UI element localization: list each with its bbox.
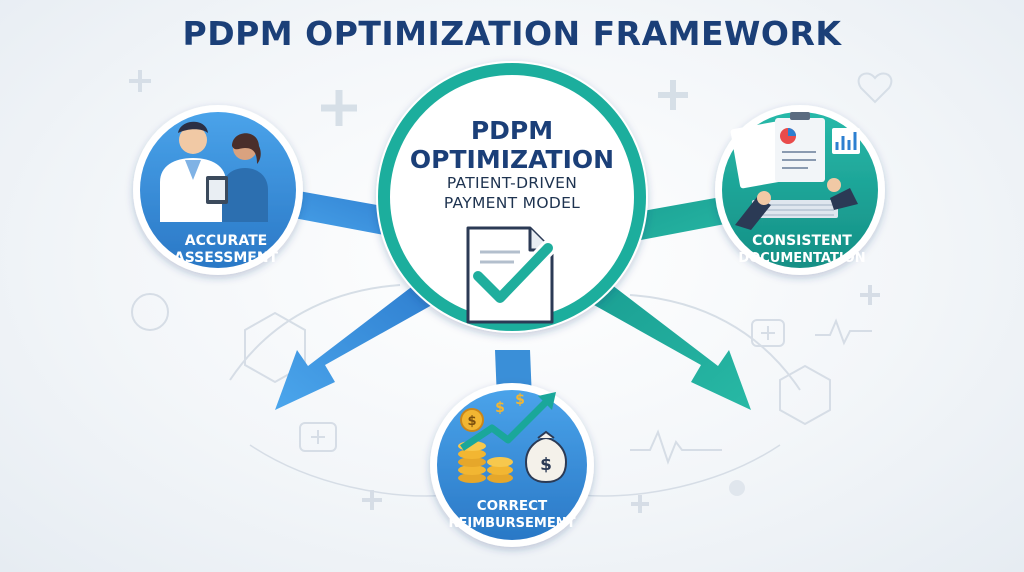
plus-icon xyxy=(860,285,880,305)
left-node-label-line2: ASSESSMENT xyxy=(174,250,279,266)
clinicians-icon xyxy=(160,121,268,222)
first-aid-icon xyxy=(299,422,337,452)
alert-icon xyxy=(729,480,745,496)
svg-text:$: $ xyxy=(495,400,505,416)
arrows xyxy=(275,285,751,410)
right-node-label-line2: DOCUMENTATION xyxy=(738,251,865,266)
hexagon-icon xyxy=(779,364,831,426)
first-aid-icon xyxy=(751,319,785,347)
center-subtitle-line2: PAYMENT MODEL xyxy=(443,194,581,212)
plus-icon xyxy=(362,490,382,510)
document-check-icon xyxy=(466,226,556,324)
plus-icon xyxy=(658,80,688,110)
center-subtitle: PATIENT-DRIVEN PAYMENT MODEL xyxy=(392,173,632,213)
documentation-icon xyxy=(730,112,860,230)
bottom-node-label-line2: REIMBURSEMENT xyxy=(449,516,576,531)
center-node xyxy=(376,61,648,333)
arrow-to-lower-right xyxy=(594,285,751,410)
person-icon xyxy=(131,293,169,331)
left-node-label-line1: ACCURATE xyxy=(185,233,267,249)
svg-text:$: $ xyxy=(467,414,476,429)
plus-icon xyxy=(321,90,357,126)
money-growth-icon: $ $ $ $ xyxy=(458,392,568,484)
arrow-to-lower-left xyxy=(275,285,432,410)
center-title-line1: PDPM xyxy=(470,116,554,145)
heart-icon xyxy=(857,72,893,104)
center-subtitle-line1: PATIENT-DRIVEN xyxy=(446,174,578,192)
svg-text:$: $ xyxy=(540,455,552,475)
svg-text:$: $ xyxy=(515,392,525,408)
plus-icon xyxy=(129,70,151,92)
center-title-line2: OPTIMIZATION xyxy=(409,145,615,174)
bottom-node-label-line1: CORRECT xyxy=(477,498,548,514)
page-title: PDPM OPTIMIZATION FRAMEWORK xyxy=(182,14,842,53)
right-node-label-line1: CONSISTENT xyxy=(752,233,852,249)
center-title: PDPM OPTIMIZATION xyxy=(392,116,632,174)
plus-icon xyxy=(631,495,649,513)
heartbeat-icon xyxy=(815,318,872,346)
heartbeat-icon xyxy=(630,429,722,465)
